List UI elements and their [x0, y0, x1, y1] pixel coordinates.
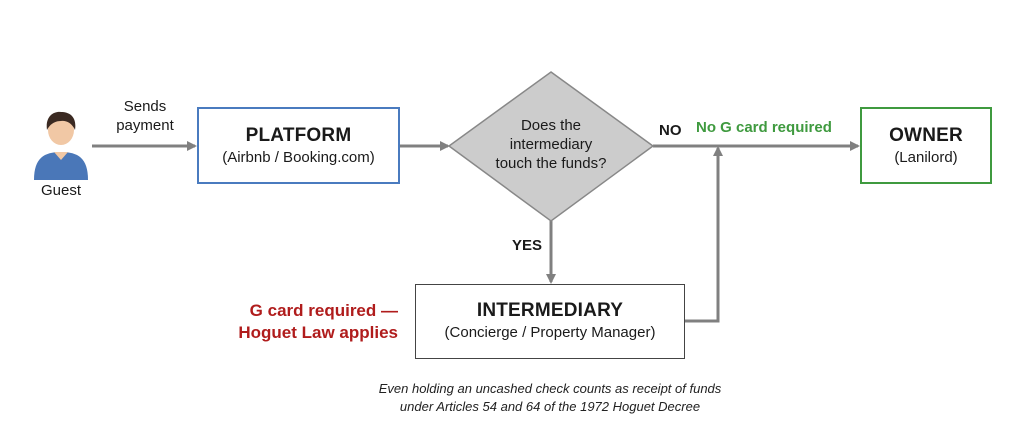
- guest-label: Guest: [40, 182, 82, 199]
- owner-title: OWNER: [889, 125, 963, 146]
- yes-branch-label: YES: [512, 237, 543, 254]
- edge-label-line1: Sends: [123, 98, 167, 115]
- intermediary-node: INTERMEDIARY (Concierge / Property Manag…: [415, 284, 685, 359]
- guest-person-icon: [34, 111, 88, 180]
- owner-node: OWNER (Lanilord): [860, 107, 992, 184]
- edge-label-line2: payment: [116, 117, 174, 134]
- g-card-warning: G card required — Hoguet Law applies: [206, 300, 398, 344]
- platform-node: PLATFORM (Airbnb / Booking.com): [197, 107, 400, 184]
- decision-line2: intermediary: [509, 136, 593, 153]
- warning-line2: Hoguet Law applies: [238, 323, 398, 342]
- decision-line3: touch the funds?: [495, 155, 607, 172]
- warning-line1: G card required —: [249, 301, 398, 320]
- footnote-line2: under Articles 54 and 64 of the 1972 Hog…: [399, 399, 701, 414]
- footnote-line1: Even holding an uncashed check counts as…: [378, 381, 722, 396]
- arrow-intermediary-to-owner-path: [685, 146, 723, 323]
- no-branch-label: NO: [659, 122, 682, 139]
- intermediary-title: INTERMEDIARY: [476, 300, 624, 321]
- decision-diamond: [447, 71, 655, 222]
- edge-label-sends-payment: Sends payment: [100, 97, 190, 135]
- no-branch-note: No G card required: [696, 119, 832, 136]
- owner-subtitle: (Lanilord): [894, 149, 958, 166]
- decision-question: Does the intermediary touch the funds?: [476, 116, 626, 173]
- footnote: Even holding an uncashed check counts as…: [330, 380, 770, 416]
- intermediary-subtitle: (Concierge / Property Manager): [444, 324, 656, 341]
- platform-subtitle: (Airbnb / Booking.com): [222, 149, 375, 166]
- decision-line1: Does the: [520, 117, 582, 134]
- platform-title: PLATFORM: [245, 125, 352, 146]
